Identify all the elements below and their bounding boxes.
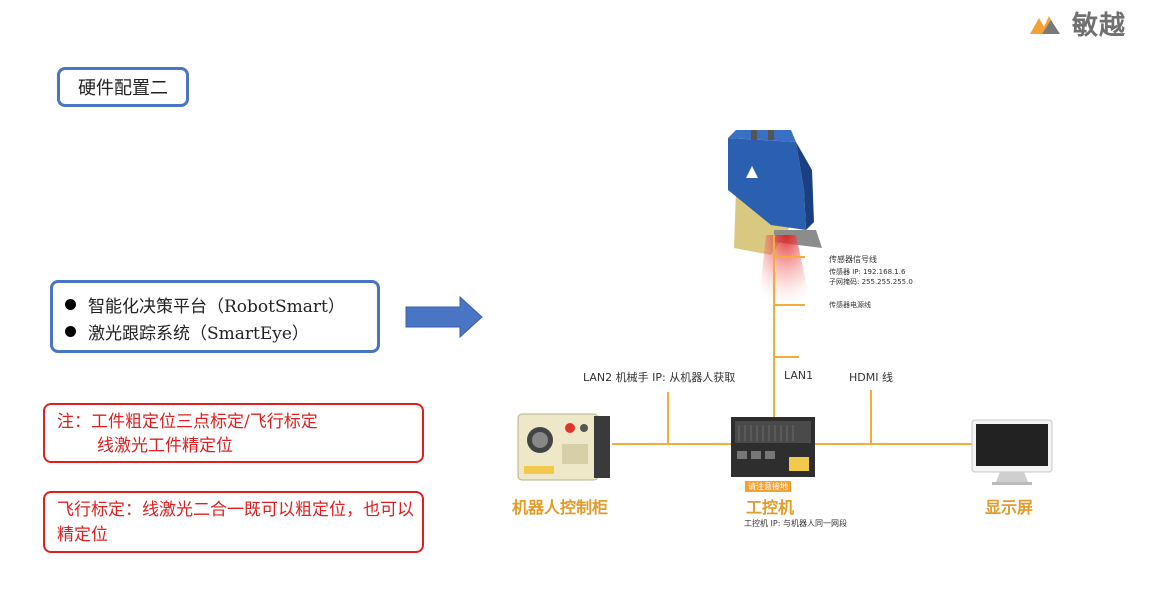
laser-sensor-image: [728, 130, 822, 330]
subnet-label: 子网掩码: 255.255.255.0: [829, 278, 913, 286]
note-line: 注：工件粗定位三点标定/飞行标定: [57, 412, 318, 432]
page-title-text: 硬件配置二: [78, 78, 168, 99]
lan2-tick: [667, 392, 669, 444]
hdmi-label: HDMI 线: [849, 371, 893, 384]
robot-cabinet-image: [517, 413, 610, 481]
feature-item: 激光跟踪系统（SmartEye）: [65, 318, 377, 345]
monitor-label: 显示屏: [985, 498, 1034, 517]
sensor-power-label: 传感器电源线: [829, 301, 871, 309]
lan1-label: LAN1: [784, 369, 814, 382]
feature-text: 智能化决策平台（RobotSmart）: [88, 297, 345, 317]
page-title: 硬件配置二: [57, 67, 189, 107]
brand-logo: 敏越: [1030, 6, 1140, 41]
note-calibration: 注：工件粗定位三点标定/飞行标定 线激光工件精定位: [43, 403, 424, 463]
bullet-icon: [65, 326, 76, 337]
right-arrow-icon: [405, 296, 483, 338]
sensor-power-tick: [775, 304, 805, 306]
note-text: 飞行标定：线激光二合一既可以粗定位，也可以精定位: [57, 500, 414, 545]
grounding-tag: 请注意接地: [745, 481, 791, 492]
lan1-tick: [775, 356, 799, 358]
ipc-ip-label: 工控机 IP: 与机器人同一网段: [744, 519, 847, 528]
industrial-pc-image: [731, 417, 815, 477]
ipc-label: 工控机: [746, 498, 795, 517]
feature-list: 智能化决策平台（RobotSmart） 激光跟踪系统（SmartEye）: [50, 280, 380, 353]
mountain-logo-icon: [1030, 16, 1060, 34]
robot-cabinet-label: 机器人控制柜: [512, 498, 609, 517]
note-line: 线激光工件精定位: [97, 436, 233, 456]
bullet-icon: [65, 299, 76, 310]
hdmi-tick: [870, 390, 872, 444]
sensor-vertical-line: [773, 235, 775, 418]
feature-item: 智能化决策平台（RobotSmart）: [65, 291, 377, 318]
note-flight-calibration: 飞行标定：线激光二合一既可以粗定位，也可以精定位: [43, 491, 424, 553]
sensor-signal-tick: [775, 256, 805, 258]
brand-text: 敏越: [1072, 10, 1127, 41]
lan2-label: LAN2 机械手 IP: 从机器人获取: [583, 371, 736, 384]
sensor-signal-label: 传感器信号线: [829, 255, 877, 264]
feature-text: 激光跟踪系统（SmartEye）: [88, 324, 309, 344]
sensor-ip-label: 传感器 IP: 192.168.1.6: [829, 268, 906, 276]
monitor-image: [971, 419, 1053, 485]
